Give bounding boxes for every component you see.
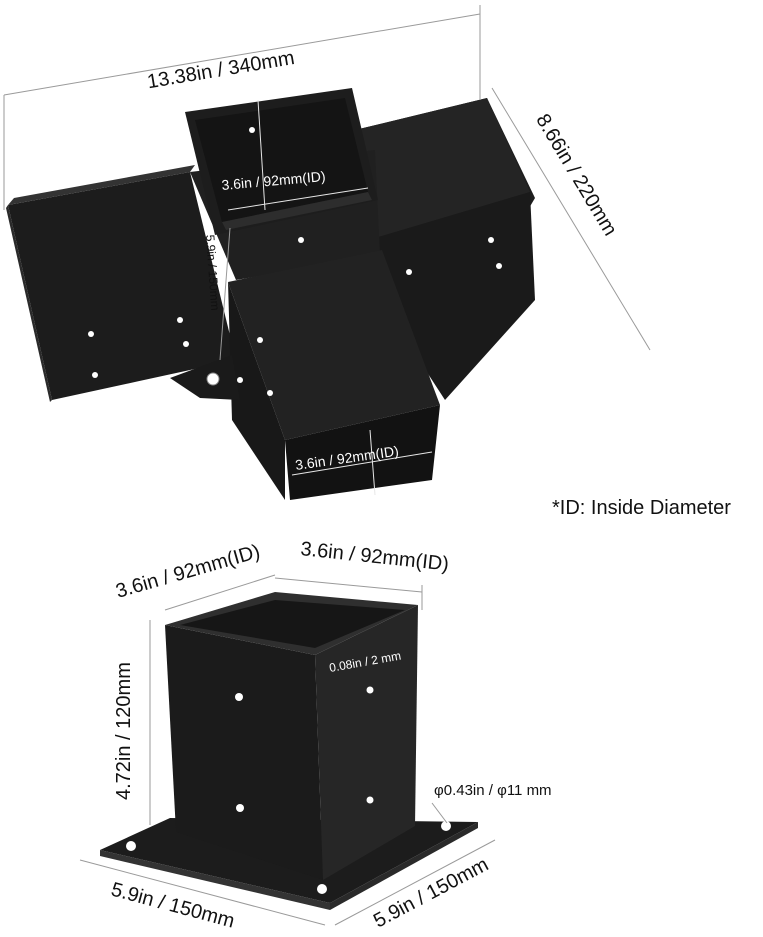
tab-hole [206, 372, 220, 386]
anchor-left-id-label: 3.6in / 92mm(ID) [113, 541, 262, 603]
left-arm-front [8, 172, 236, 400]
anchor-hole-diameter-label: φ0.43in / φ11 mm [434, 782, 552, 799]
top-tube-inside [195, 98, 368, 222]
anchor-base-edge [100, 850, 330, 910]
anchor-holes [126, 686, 451, 894]
front-tube-left [228, 282, 285, 500]
anchor-front-face [165, 625, 323, 880]
overall-width-label: 13.38in / 340mm [146, 47, 297, 93]
post-anchor [100, 592, 478, 910]
top-tube-floor [222, 192, 372, 230]
left-arm-end [6, 205, 52, 402]
arm-height-label: 5.9in / 150mm [203, 234, 222, 311]
four-way-bracket [6, 88, 535, 500]
anchor-base-edge-right [330, 822, 478, 910]
anchor-base-left-label: 5.9in / 150mm [109, 879, 237, 933]
front-tube-mouth [285, 405, 440, 500]
left-arm-top [8, 165, 195, 205]
anchor-inside-shadow [180, 600, 405, 648]
anchor-height-label: 4.72in / 120mm [113, 662, 135, 800]
front-tube-side [228, 250, 440, 440]
anchor-right-face [315, 605, 418, 880]
anchor-dimension-lines [79, 574, 496, 926]
id-note: *ID: Inside Diameter [552, 497, 731, 519]
anchor-right-id-label: 3.6in / 92mm(ID) [299, 538, 449, 575]
bracket-dimension-lines [3, 5, 651, 361]
bracket-base-tab [170, 355, 240, 400]
bracket-screw-holes [88, 127, 502, 396]
right-arm-top [355, 98, 530, 238]
